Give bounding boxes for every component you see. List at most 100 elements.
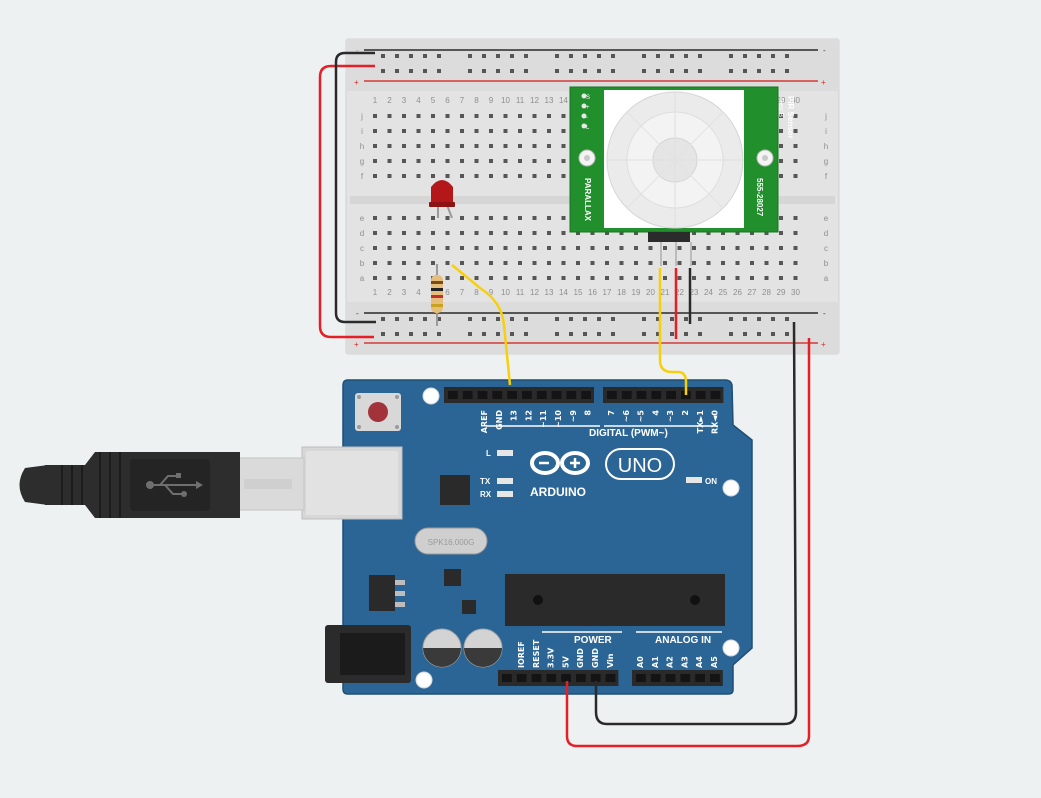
wire-yellow-pin2[interactable] bbox=[658, 268, 688, 395]
pin-label: 7 bbox=[607, 410, 616, 416]
header-pin[interactable] bbox=[502, 674, 512, 682]
row-letter: b bbox=[824, 259, 829, 268]
rail-minus-label-tr: - bbox=[823, 46, 826, 55]
column-number: 4 bbox=[416, 288, 421, 297]
column-number: 10 bbox=[501, 96, 510, 105]
pin-label: 4 bbox=[651, 410, 660, 416]
digital-header-title: DIGITAL (PWM~) bbox=[589, 428, 668, 439]
header-pin[interactable] bbox=[651, 391, 662, 399]
pir-dome bbox=[606, 91, 744, 229]
pin-label: Vin bbox=[606, 653, 615, 668]
row-letter: a bbox=[824, 274, 829, 283]
header-pin[interactable] bbox=[666, 391, 676, 399]
column-number: 8 bbox=[474, 288, 479, 297]
header-pin[interactable] bbox=[492, 391, 503, 399]
pin-label: A3 bbox=[680, 656, 689, 668]
column-number: 3 bbox=[402, 96, 407, 105]
pin-label: A4 bbox=[695, 656, 704, 668]
column-number: 22 bbox=[675, 288, 684, 297]
header-pin[interactable] bbox=[566, 391, 577, 399]
column-number: 13 bbox=[545, 288, 554, 297]
pir-brand: PARALLAX bbox=[583, 178, 592, 222]
analog-header[interactable] bbox=[632, 670, 723, 686]
rail-plus-label-bl: + bbox=[354, 340, 359, 349]
column-number: 2 bbox=[387, 96, 392, 105]
header-pin[interactable] bbox=[477, 391, 488, 399]
column-number: 4 bbox=[416, 96, 421, 105]
column-number: 7 bbox=[460, 288, 465, 297]
header-pin[interactable] bbox=[650, 674, 661, 682]
header-pin[interactable] bbox=[522, 391, 532, 399]
header-pin[interactable] bbox=[516, 674, 527, 682]
column-number: 7 bbox=[460, 96, 465, 105]
header-pin[interactable] bbox=[581, 391, 591, 399]
usb-icon bbox=[146, 473, 203, 497]
header-pin[interactable] bbox=[605, 674, 616, 682]
header-pin[interactable] bbox=[607, 391, 617, 399]
column-number: 14 bbox=[559, 288, 568, 297]
header-pin[interactable] bbox=[551, 391, 562, 399]
row-letter: b bbox=[360, 259, 365, 268]
row-letter: g bbox=[360, 157, 364, 166]
row-letter: a bbox=[360, 274, 365, 283]
power-header[interactable] bbox=[498, 670, 619, 686]
column-number: 6 bbox=[445, 288, 450, 297]
header-pin[interactable] bbox=[561, 674, 571, 682]
column-number: 12 bbox=[530, 96, 539, 105]
column-number: 17 bbox=[603, 288, 612, 297]
led-rx-label: RX bbox=[480, 490, 492, 499]
header-pin[interactable] bbox=[636, 391, 647, 399]
header-pin[interactable] bbox=[507, 391, 517, 399]
header-pin[interactable] bbox=[590, 674, 601, 682]
digital-header-right[interactable] bbox=[603, 387, 724, 403]
row-letter: f bbox=[825, 172, 828, 181]
row-letter: c bbox=[824, 244, 828, 253]
row-letter: c bbox=[360, 244, 364, 253]
pin-label: ~6 bbox=[622, 410, 631, 423]
pin-label: TX►1 bbox=[696, 410, 705, 434]
column-number: 25 bbox=[719, 288, 728, 297]
column-number: 28 bbox=[762, 288, 771, 297]
header-pin[interactable] bbox=[621, 391, 632, 399]
pin-label: RESET bbox=[532, 639, 541, 668]
column-number: 29 bbox=[777, 288, 786, 297]
header-pin[interactable] bbox=[546, 674, 557, 682]
column-number: 21 bbox=[661, 288, 670, 297]
column-number: 27 bbox=[748, 288, 757, 297]
pin-label: GND bbox=[591, 648, 600, 668]
header-pin[interactable] bbox=[695, 674, 705, 682]
resistor[interactable] bbox=[431, 264, 443, 326]
pin-label: A2 bbox=[666, 656, 675, 668]
digital-header-left[interactable] bbox=[444, 387, 594, 403]
row-letter: j bbox=[824, 112, 827, 121]
pin-label: 8 bbox=[584, 410, 593, 416]
red-led[interactable] bbox=[429, 180, 455, 219]
header-pin[interactable] bbox=[448, 391, 458, 399]
row-letter: d bbox=[360, 229, 364, 238]
wire-black-gnd[interactable] bbox=[594, 321, 798, 726]
wire-yellow-pin13[interactable] bbox=[451, 264, 512, 386]
pir-sensor[interactable]: PIR Sensor Rev B PARALLAX 555-28027 S + … bbox=[569, 86, 795, 266]
header-pin[interactable] bbox=[576, 674, 586, 682]
header-pin[interactable] bbox=[710, 674, 720, 682]
arduino-brand: ARDUINO bbox=[530, 485, 586, 499]
on-led-label: ON bbox=[705, 477, 717, 486]
header-pin[interactable] bbox=[531, 674, 542, 682]
header-pin[interactable] bbox=[636, 674, 646, 682]
wire-red-5v[interactable] bbox=[565, 338, 811, 748]
column-number: 20 bbox=[646, 288, 655, 297]
header-pin[interactable] bbox=[680, 674, 691, 682]
header-pin[interactable] bbox=[710, 391, 721, 399]
header-pin[interactable] bbox=[695, 391, 706, 399]
usb-cable bbox=[19, 452, 305, 518]
wire-red-rail-left[interactable] bbox=[318, 64, 375, 339]
row-letter: f bbox=[361, 172, 364, 181]
wire-black-rail-left[interactable] bbox=[334, 51, 376, 324]
pin-label: ~10 bbox=[554, 410, 563, 428]
arduino-model: UNO bbox=[618, 455, 662, 477]
header-pin[interactable] bbox=[665, 674, 676, 682]
header-pin[interactable] bbox=[536, 391, 547, 399]
header-pin[interactable] bbox=[462, 391, 473, 399]
